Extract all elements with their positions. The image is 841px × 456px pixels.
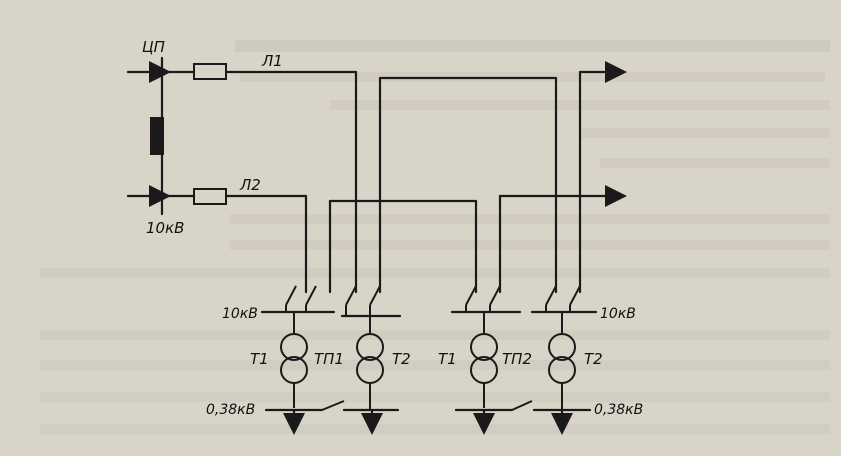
hv-buses: 10кВ 10кВ [222, 305, 636, 322]
lv-right-label: 0,38кВ [594, 402, 643, 418]
lv-buses: 0,38кВ 0,38кВ [206, 400, 643, 435]
tp1-t1-transformer-icon [280, 333, 308, 361]
line-l1-label: Л1 [261, 52, 283, 70]
source-section: ЦП 10кВ [126, 38, 184, 237]
tp1-label: ТП1 [314, 350, 344, 368]
line-l2-label: Л2 [239, 176, 261, 194]
source-voltage-label: 10кВ [146, 219, 184, 237]
line-l1: Л1 [160, 52, 627, 294]
tp2-lv-tie-switch [511, 400, 533, 411]
sectional-switch-block [150, 117, 164, 155]
tp2-t1-label: Т1 [438, 350, 457, 368]
hv-right-label: 10кВ [600, 306, 636, 322]
tp1-t2-label: Т2 [392, 350, 411, 368]
tp1-lv-tie-switch [321, 400, 345, 411]
line-l2: Л2 [160, 176, 627, 294]
tp2-label: ТП2 [502, 350, 532, 368]
hv-left-label: 10кВ [222, 306, 258, 322]
hv-disconnectors [285, 285, 581, 306]
source-label: ЦП [142, 38, 165, 56]
tp2-t2-transformer-icon [548, 333, 576, 361]
tp1-t1-label: Т1 [250, 350, 269, 368]
line-l1-resistor-icon [193, 63, 227, 80]
line-l2-resistor-icon [193, 188, 227, 205]
transformers: Т1 ТП1 Т2 Т1 ТП2 Т2 [250, 312, 603, 410]
lv-left-label: 0,38кВ [206, 402, 255, 418]
bleed-through-texture [40, 40, 830, 434]
tp1-t2-transformer-icon [356, 333, 384, 361]
tp2-t1-transformer-icon [470, 333, 498, 361]
tp2-t2-label: Т2 [584, 350, 603, 368]
